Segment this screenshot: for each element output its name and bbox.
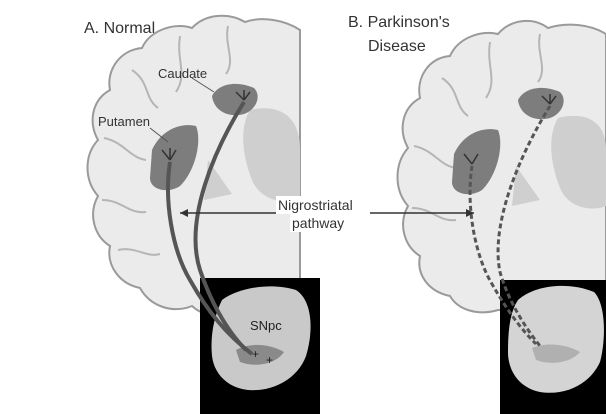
svg-text:+: +	[266, 353, 273, 367]
panel-b-snpc-inset	[500, 280, 606, 414]
panel-b-title-line2: Disease	[368, 38, 426, 56]
putamen-label: Putamen	[98, 114, 150, 129]
caudate-label: Caudate	[158, 66, 207, 81]
snpc-label: SNpc	[250, 318, 282, 333]
pathway-label-line2: pathway	[290, 214, 346, 232]
panel-a-title: A. Normal	[84, 20, 155, 38]
panel-b-title-line1: B. Parkinson's	[348, 14, 450, 32]
panel-b-brain	[398, 21, 606, 312]
pathway-label-line1: Nigrostriatal	[276, 196, 355, 214]
panel-a-small-structure	[282, 166, 294, 194]
panel-a-brain	[88, 16, 301, 315]
svg-text:+: +	[252, 347, 259, 361]
panel-a-snpc-inset: + +	[200, 278, 320, 414]
panel-b-small-structure	[590, 172, 602, 200]
